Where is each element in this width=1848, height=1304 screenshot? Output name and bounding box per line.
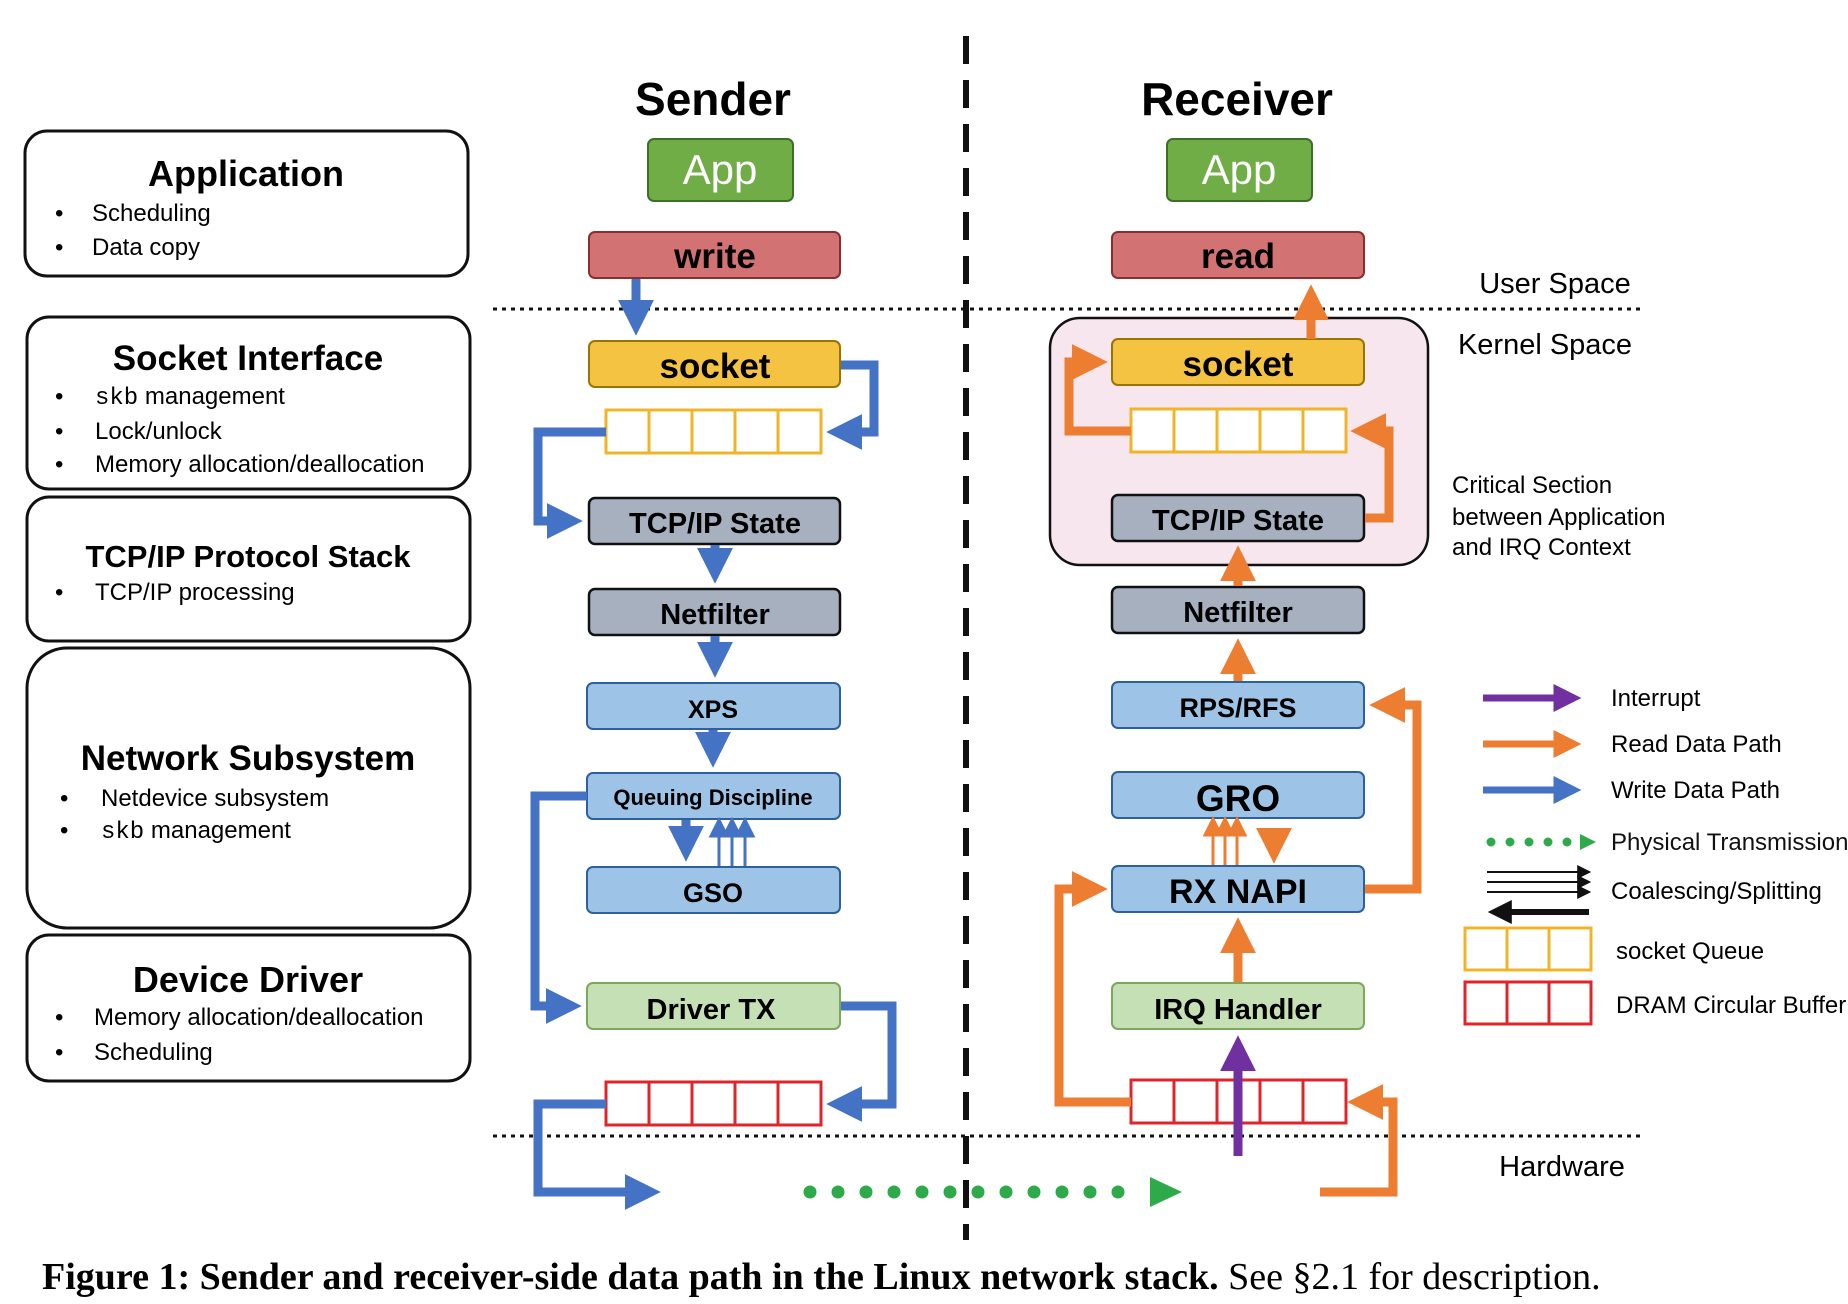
receiver-irq-box: IRQ Handler: [1111, 982, 1365, 1030]
svg-text:socket: socket: [660, 347, 771, 386]
svg-text:•: •: [55, 418, 63, 445]
layer-item: skb management: [95, 383, 285, 412]
svg-text:•: •: [55, 234, 63, 261]
svg-text:IRQ Handler: IRQ Handler: [1154, 994, 1322, 1026]
receiver-tcpip-box: TCP/IP State: [1110, 493, 1366, 543]
layer-title: Application: [148, 153, 344, 194]
layer-tcpip-stack: TCP/IP Protocol Stack • TCP/IP processin…: [25, 495, 472, 643]
sender-gso-split-arrows: [708, 816, 756, 866]
svg-text:Netfilter: Netfilter: [1183, 597, 1293, 629]
svg-text:XPS: XPS: [688, 696, 738, 724]
layer-item: Netdevice subsystem: [101, 785, 329, 812]
svg-text:Coalescing/Splitting: Coalescing/Splitting: [1611, 878, 1822, 905]
layer-item: Memory allocation/deallocation: [94, 1004, 424, 1031]
svg-text:Write Data Path: Write Data Path: [1611, 777, 1780, 804]
legend-read-path: Read Data Path: [1483, 730, 1782, 758]
svg-text:RX NAPI: RX NAPI: [1169, 873, 1307, 911]
legend: Interrupt Read Data Path Write Data Path…: [1463, 684, 1848, 1026]
legend-socket-queue: socket Queue: [1463, 926, 1764, 972]
svg-text:•: •: [55, 1039, 63, 1066]
receiver-gro-coalesce-arrows: [1202, 815, 1248, 865]
svg-text:GRO: GRO: [1196, 778, 1280, 819]
sender-qdisc-box: Queuing Discipline: [586, 772, 841, 820]
sender-write-box: write: [588, 231, 841, 279]
layer-application: Application • Scheduling • Data copy: [23, 129, 470, 278]
sender-xps-box: XPS: [586, 682, 841, 730]
svg-text:read: read: [1201, 237, 1275, 276]
sender-socket-box: socket: [588, 340, 841, 388]
svg-text:Queuing Discipline: Queuing Discipline: [613, 785, 812, 810]
svg-text:•: •: [60, 817, 68, 844]
legend-interrupt: Interrupt: [1483, 684, 1701, 712]
svg-text:•: •: [55, 451, 63, 478]
receiver-rx-napi-box: RX NAPI: [1111, 865, 1365, 913]
receiver-rps-box: RPS/RFS: [1111, 681, 1365, 729]
sender-driver-tx-box: Driver TX: [586, 982, 841, 1030]
svg-text:socket Queue: socket Queue: [1616, 938, 1764, 965]
hardware-label: Hardware: [1499, 1151, 1625, 1183]
receiver-socket-box: socket: [1111, 338, 1365, 386]
sender-stack: App write socket TCP/IP State Netfilter …: [586, 138, 842, 1030]
receiver-stack: App read socket TCP/IP State Netfilter R…: [1110, 138, 1366, 1030]
kernel-space-label: Kernel Space: [1458, 329, 1632, 361]
layer-item: Lock/unlock: [95, 418, 223, 445]
sender-gso-box: GSO: [586, 866, 841, 914]
svg-text:RPS/RFS: RPS/RFS: [1179, 693, 1296, 723]
svg-text:Physical Transmission: Physical Transmission: [1611, 829, 1848, 856]
layer-title: Device Driver: [133, 959, 363, 1000]
svg-text:write: write: [673, 237, 756, 276]
svg-text:socket: socket: [1183, 345, 1294, 384]
layer-item: Scheduling: [94, 1039, 213, 1066]
svg-text:Read Data Path: Read Data Path: [1611, 731, 1782, 758]
layer-item: Memory allocation/deallocation: [95, 451, 425, 478]
receiver-read-box: read: [1111, 231, 1365, 279]
layer-network-subsystem: Network Subsystem • Netdevice subsystem …: [25, 646, 472, 930]
receiver-socket-queue: [1129, 407, 1348, 454]
receiver-title: Receiver: [1141, 73, 1333, 125]
svg-text:Driver TX: Driver TX: [647, 994, 777, 1026]
svg-text:Netfilter: Netfilter: [660, 599, 770, 631]
svg-text:TCP/IP State: TCP/IP State: [629, 508, 801, 540]
user-space-label: User Space: [1479, 268, 1631, 300]
svg-text:•: •: [55, 383, 63, 410]
sender-write-path: [530, 279, 897, 1210]
sender-socket-queue: [604, 408, 823, 455]
svg-text:•: •: [55, 579, 63, 606]
receiver-read-path: [1054, 284, 1422, 1197]
legend-physical-transmission: Physical Transmission: [1486, 829, 1848, 856]
svg-text:GSO: GSO: [683, 878, 743, 908]
layer-item: skb management: [101, 817, 291, 846]
svg-text:•: •: [60, 785, 68, 812]
sender-app-box: App: [647, 138, 794, 202]
legend-write-path: Write Data Path: [1483, 776, 1780, 804]
svg-text:DRAM Circular Buffer: DRAM Circular Buffer: [1616, 992, 1846, 1019]
svg-text:App: App: [683, 146, 758, 193]
svg-text:Interrupt: Interrupt: [1611, 685, 1701, 712]
sender-dram-buffer: [604, 1080, 823, 1127]
sender-netfilter-box: Netfilter: [587, 587, 842, 637]
legend-coalescing-splitting: Coalescing/Splitting: [1487, 865, 1822, 924]
svg-text:•: •: [55, 200, 63, 227]
svg-text:TCP/IP State: TCP/IP State: [1152, 505, 1324, 537]
layer-title: Socket Interface: [113, 339, 383, 378]
layer-device-driver: Device Driver • Memory allocation/deallo…: [25, 933, 472, 1083]
sender-title: Sender: [635, 73, 791, 125]
layer-title: Network Subsystem: [81, 739, 416, 778]
figure-caption: Figure 1: Sender and receiver-side data …: [42, 1256, 1601, 1298]
layer-title: TCP/IP Protocol Stack: [85, 539, 411, 574]
receiver-gro-box: GRO: [1111, 771, 1365, 819]
svg-text:•: •: [55, 1004, 63, 1031]
legend-dram-buffer: DRAM Circular Buffer: [1463, 980, 1846, 1026]
physical-transmission: [803, 1177, 1182, 1207]
layer-socket-interface: Socket Interface • skb management • Lock…: [25, 315, 472, 491]
receiver-netfilter-box: Netfilter: [1110, 585, 1366, 635]
layer-item: Scheduling: [92, 200, 211, 227]
sender-tcpip-box: TCP/IP State: [587, 496, 842, 546]
layer-item: TCP/IP processing: [95, 579, 295, 606]
layer-item: Data copy: [92, 234, 200, 261]
svg-text:App: App: [1202, 146, 1277, 193]
receiver-app-box: App: [1166, 138, 1313, 202]
